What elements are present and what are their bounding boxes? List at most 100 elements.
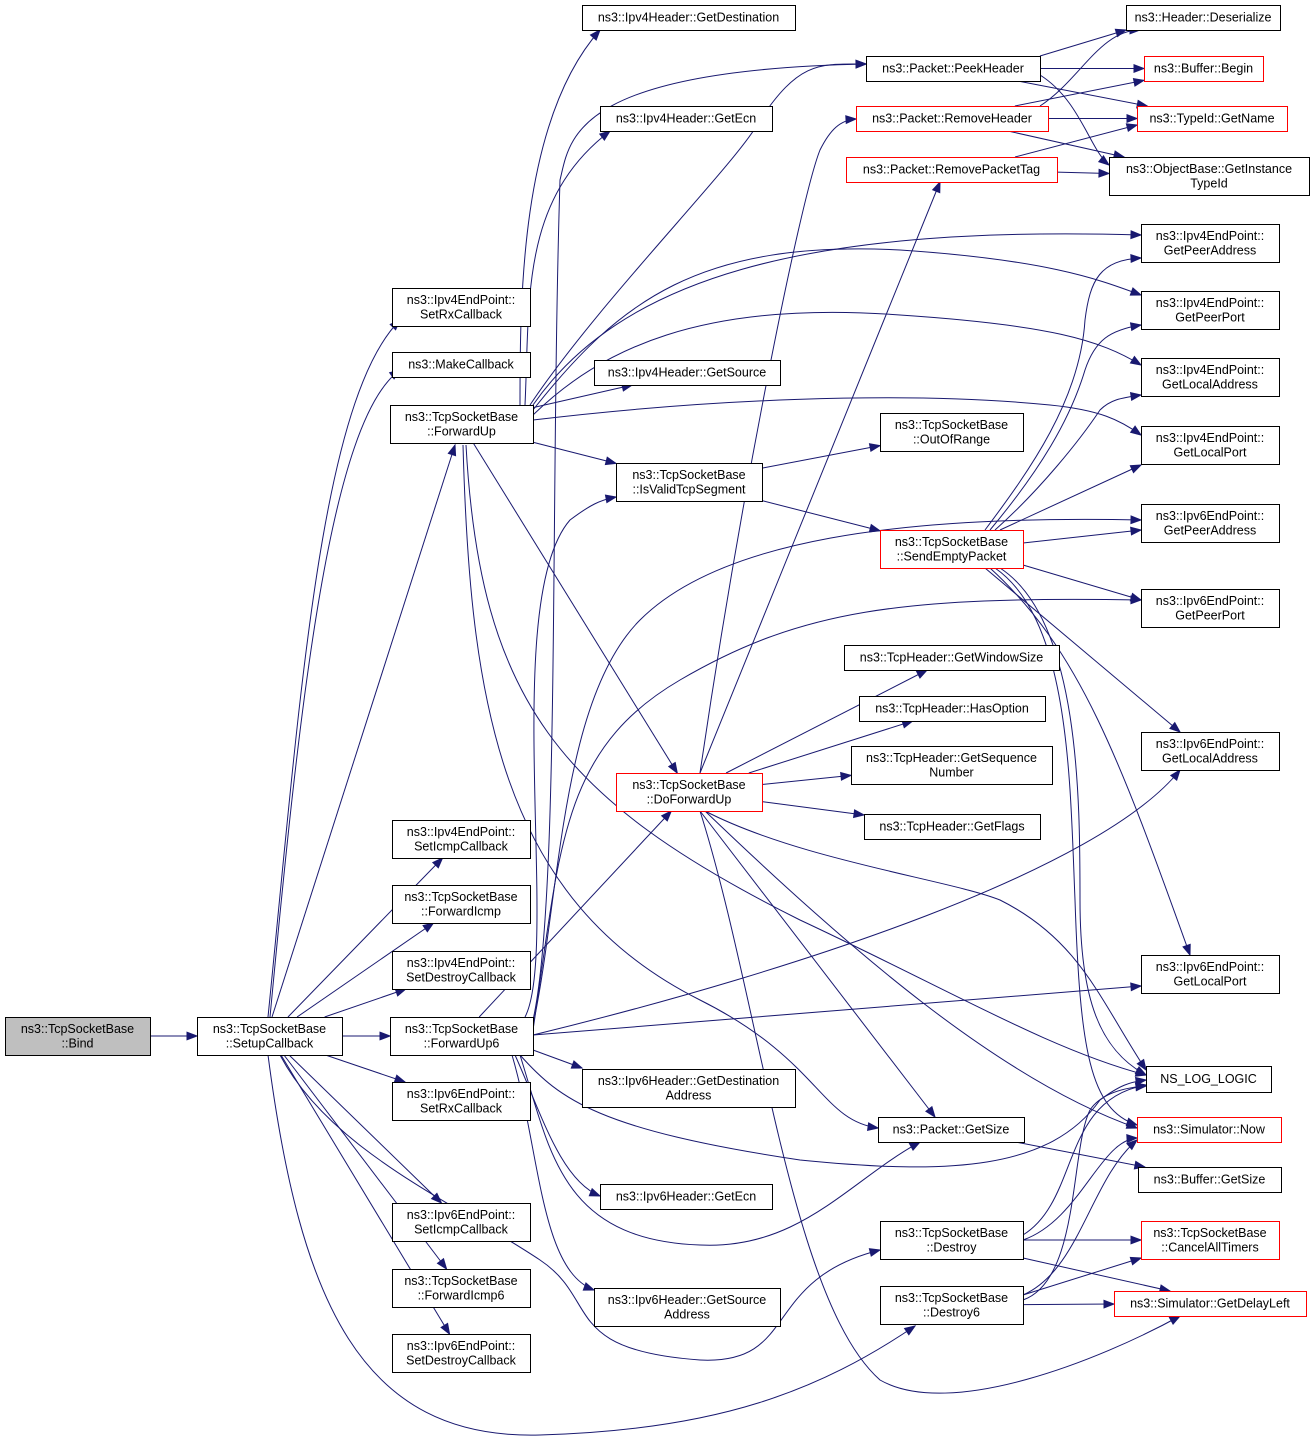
node-box[interactable]	[1141, 589, 1280, 628]
node-box[interactable]	[866, 56, 1041, 82]
node-box[interactable]	[5, 1017, 151, 1056]
node-removepackettag[interactable]: ns3::Packet::RemovePacketTag	[846, 157, 1058, 183]
node-box[interactable]	[594, 1288, 781, 1327]
node-ipv4ep-getlocaladdr[interactable]: ns3::Ipv4EndPoint::GetLocalAddress	[1141, 358, 1280, 397]
node-ipv6ep-seticmp[interactable]: ns3::Ipv6EndPoint::SetIcmpCallback	[392, 1203, 531, 1242]
node-box[interactable]	[392, 1269, 531, 1308]
node-ipv6ep-setdestroy[interactable]: ns3::Ipv6EndPoint::SetDestroyCallback	[392, 1334, 531, 1373]
node-outofrange[interactable]: ns3::TcpSocketBase::OutOfRange	[880, 413, 1024, 452]
node-deserialize[interactable]: ns3::Header::Deserialize	[1126, 5, 1281, 31]
node-simulator-now[interactable]: ns3::Simulator::Now	[1137, 1117, 1282, 1143]
node-ipv4ep-getpeerport[interactable]: ns3::Ipv4EndPoint::GetPeerPort	[1141, 291, 1280, 330]
node-ipv4ep-getlocalport[interactable]: ns3::Ipv4EndPoint::GetLocalPort	[1141, 426, 1280, 465]
node-box[interactable]	[1141, 291, 1280, 330]
node-ipv4h-getsource[interactable]: ns3::Ipv4Header::GetSource	[594, 360, 781, 386]
node-forwardicmp[interactable]: ns3::TcpSocketBase::ForwardIcmp	[392, 885, 531, 924]
node-box[interactable]	[880, 413, 1024, 452]
node-box[interactable]	[392, 820, 531, 859]
node-box[interactable]	[616, 773, 763, 812]
node-removeheader[interactable]: ns3::Packet::RemoveHeader	[856, 106, 1049, 132]
node-forwardup6[interactable]: ns3::TcpSocketBase::ForwardUp6	[390, 1017, 534, 1056]
node-box[interactable]	[392, 1203, 531, 1242]
node-cancelalltimers[interactable]: ns3::TcpSocketBase::CancelAllTimers	[1141, 1221, 1280, 1260]
node-ipv6ep-getlocalport[interactable]: ns3::Ipv6EndPoint::GetLocalPort	[1141, 955, 1280, 994]
node-box[interactable]	[1126, 5, 1281, 31]
node-box[interactable]	[1137, 106, 1288, 132]
node-forwardup[interactable]: ns3::TcpSocketBase::ForwardUp	[390, 405, 534, 444]
node-box[interactable]	[392, 951, 531, 990]
node-box[interactable]	[846, 157, 1058, 183]
node-box[interactable]	[859, 696, 1046, 722]
node-box[interactable]	[880, 530, 1024, 569]
node-box[interactable]	[878, 1117, 1025, 1143]
node-typeid-getname[interactable]: ns3::TypeId::GetName	[1137, 106, 1288, 132]
node-box[interactable]	[594, 360, 781, 386]
node-box[interactable]	[392, 288, 531, 327]
node-box[interactable]	[1109, 157, 1310, 196]
node-box[interactable]	[392, 885, 531, 924]
node-ipv6ep-setrx[interactable]: ns3::Ipv6EndPoint::SetRxCallback	[392, 1082, 531, 1121]
node-peekheader[interactable]: ns3::Packet::PeekHeader	[866, 56, 1041, 82]
node-bind[interactable]: ns3::TcpSocketBase::Bind	[5, 1017, 151, 1056]
node-ipv4ep-setrx[interactable]: ns3::Ipv4EndPoint::SetRxCallback	[392, 288, 531, 327]
node-box[interactable]	[1141, 504, 1280, 543]
node-ipv4ep-getpeeraddr[interactable]: ns3::Ipv4EndPoint::GetPeerAddress	[1141, 224, 1280, 263]
node-getflags[interactable]: ns3::TcpHeader::GetFlags	[864, 814, 1041, 840]
node-getwindowsize[interactable]: ns3::TcpHeader::GetWindowSize	[844, 645, 1060, 671]
node-getdelayleft[interactable]: ns3::Simulator::GetDelayLeft	[1114, 1291, 1307, 1317]
node-doforwardup[interactable]: ns3::TcpSocketBase::DoForwardUp	[616, 773, 763, 812]
node-ipv4ep-seticmp[interactable]: ns3::Ipv4EndPoint::SetIcmpCallback	[392, 820, 531, 859]
node-box[interactable]	[392, 1082, 531, 1121]
node-ns-log-logic[interactable]: NS_LOG_LOGIC	[1146, 1066, 1272, 1093]
node-box[interactable]	[1138, 1167, 1282, 1193]
node-box[interactable]	[390, 405, 534, 444]
node-setupcallback[interactable]: ns3::TcpSocketBase::SetupCallback	[197, 1017, 343, 1056]
node-box[interactable]	[1114, 1291, 1307, 1317]
node-buffer-getsize[interactable]: ns3::Buffer::GetSize	[1138, 1167, 1282, 1193]
node-box[interactable]	[1141, 955, 1280, 994]
node-ipv4h-getdest[interactable]: ns3::Ipv4Header::GetDestination	[582, 5, 796, 31]
node-box[interactable]	[864, 814, 1041, 840]
node-box[interactable]	[582, 1069, 796, 1108]
node-box[interactable]	[616, 463, 763, 502]
node-box[interactable]	[880, 1286, 1024, 1325]
node-box[interactable]	[880, 1221, 1024, 1260]
node-box[interactable]	[600, 106, 773, 132]
node-makecallback[interactable]: ns3::MakeCallback	[392, 352, 531, 378]
node-box[interactable]	[392, 352, 531, 378]
node-box[interactable]	[390, 1017, 534, 1056]
node-box[interactable]	[1137, 1117, 1282, 1143]
node-box[interactable]	[856, 106, 1049, 132]
node-box[interactable]	[1141, 1221, 1280, 1260]
node-box[interactable]	[1146, 1066, 1272, 1093]
node-box[interactable]	[1141, 358, 1280, 397]
node-forwardicmp6[interactable]: ns3::TcpSocketBase::ForwardIcmp6	[392, 1269, 531, 1308]
node-ipv6ep-getpeerport[interactable]: ns3::Ipv6EndPoint::GetPeerPort	[1141, 589, 1280, 628]
node-box[interactable]	[1144, 56, 1264, 82]
node-ipv6ep-getlocaladdr[interactable]: ns3::Ipv6EndPoint::GetLocalAddress	[1141, 732, 1280, 771]
node-box[interactable]	[844, 645, 1060, 671]
node-ipv6h-getecn[interactable]: ns3::Ipv6Header::GetEcn	[600, 1184, 773, 1210]
node-box[interactable]	[392, 1334, 531, 1373]
node-box[interactable]	[1141, 732, 1280, 771]
node-box[interactable]	[600, 1184, 773, 1210]
node-ipv6ep-getpeeraddr[interactable]: ns3::Ipv6EndPoint::GetPeerAddress	[1141, 504, 1280, 543]
node-sendempty[interactable]: ns3::TcpSocketBase::SendEmptyPacket	[880, 530, 1024, 569]
node-destroy[interactable]: ns3::TcpSocketBase::Destroy	[880, 1221, 1024, 1260]
node-hasoption[interactable]: ns3::TcpHeader::HasOption	[859, 696, 1046, 722]
node-box[interactable]	[197, 1017, 343, 1056]
node-box[interactable]	[1141, 426, 1280, 465]
node-ipv4ep-setdestroy[interactable]: ns3::Ipv4EndPoint::SetDestroyCallback	[392, 951, 531, 990]
node-buffer-begin[interactable]: ns3::Buffer::Begin	[1144, 56, 1264, 82]
node-packet-getsize[interactable]: ns3::Packet::GetSize	[878, 1117, 1025, 1143]
node-box[interactable]	[851, 746, 1053, 785]
node-box[interactable]	[582, 5, 796, 31]
node-destroy6[interactable]: ns3::TcpSocketBase::Destroy6	[880, 1286, 1024, 1325]
node-box[interactable]	[1141, 224, 1280, 263]
node-ipv4h-getecn[interactable]: ns3::Ipv4Header::GetEcn	[600, 106, 773, 132]
node-isvalid[interactable]: ns3::TcpSocketBase::IsValidTcpSegment	[616, 463, 763, 502]
